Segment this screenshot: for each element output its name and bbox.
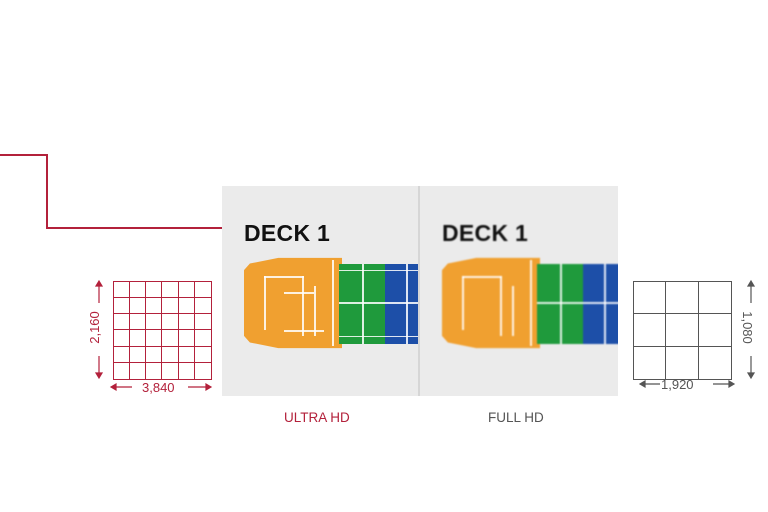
ultra-hd-height-label: 2,160 bbox=[86, 311, 102, 344]
ultra-hd-dimension-arrows bbox=[94, 279, 213, 392]
ultra-hd-width-label: 3,840 bbox=[142, 380, 175, 395]
ultra-hd-pixel-grid bbox=[113, 281, 212, 380]
full-hd-dimension-arrows bbox=[638, 279, 756, 389]
ultra-hd-caption: ULTRA HD bbox=[284, 410, 350, 425]
deck-title: DECK 1 bbox=[442, 220, 529, 246]
ultra-hd-panel: DECK 1 bbox=[222, 186, 418, 396]
full-hd-panel: DECK 1 bbox=[420, 186, 618, 396]
full-hd-height-label: 1,080 bbox=[739, 311, 755, 344]
full-hd-caption: FULL HD bbox=[488, 410, 544, 425]
panel-divider bbox=[418, 186, 420, 396]
deck-plan-image bbox=[244, 256, 418, 350]
full-hd-pixel-grid bbox=[633, 281, 732, 380]
full-hd-width-label: 1,920 bbox=[661, 377, 694, 392]
deck-plan-image bbox=[442, 256, 618, 350]
deck-title: DECK 1 bbox=[244, 220, 331, 246]
